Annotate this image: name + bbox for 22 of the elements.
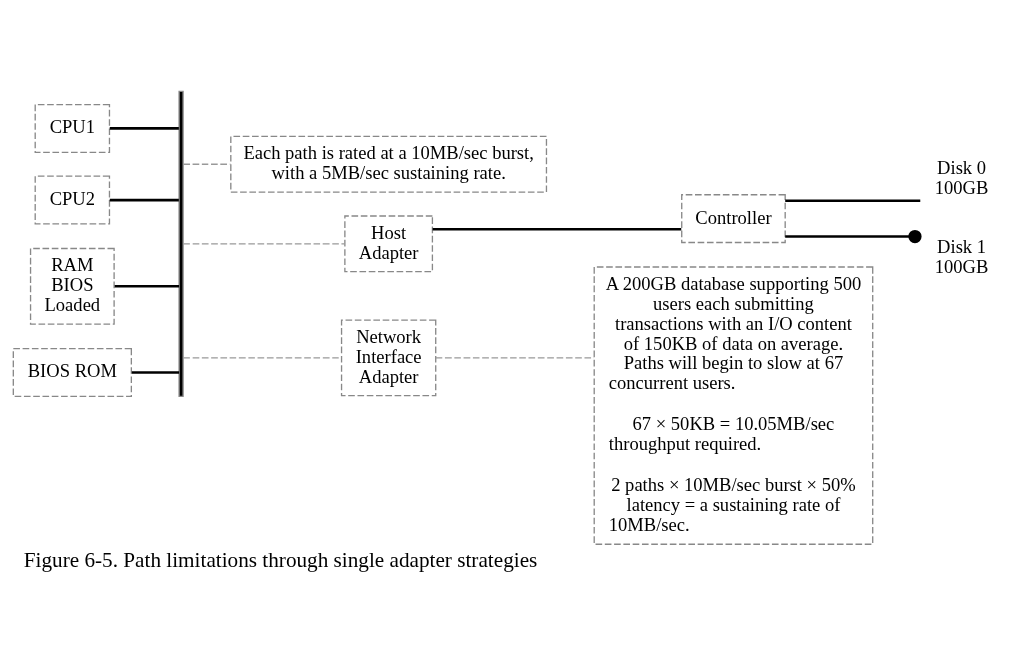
connector	[182, 357, 342, 359]
node-box: Network Interface Adapter	[340, 319, 437, 397]
connector	[785, 229, 922, 244]
connector	[432, 227, 682, 231]
node-text: Disk 1 100GB	[934, 236, 989, 278]
connector	[182, 243, 346, 245]
node-text: Disk 0 100GB	[934, 156, 989, 198]
connector	[114, 284, 180, 288]
connector	[109, 127, 179, 130]
connector	[131, 371, 180, 374]
node-box: CPU1	[34, 103, 111, 153]
node-bar	[178, 90, 184, 397]
caption: Figure 6-5. Path limitations through single adapter strategies	[23, 547, 538, 572]
node-box: RAM BIOS Loaded	[29, 247, 115, 325]
node-box: CPU2	[34, 175, 111, 225]
node-box: A 200GB database supporting 500 users each submitting transactions with an I/O content of 150KB of data on average. Paths will begin to slow at 67 concurrent users. 67 × 50KB = 10.05MB/sec throughput required. 2 paths × 10MB/sec burst × 50% latency = a sustaining rate of 10MB/sec.	[593, 266, 874, 545]
node-box: Controller	[681, 194, 786, 244]
node-box: BIOS ROM	[12, 347, 132, 397]
connector	[109, 198, 179, 202]
connector	[785, 199, 921, 203]
node-box: Each path is rated at a 10MB/sec burst, with a 5MB/sec sustaining rate.	[230, 135, 548, 193]
node-box: Host Adapter	[344, 215, 434, 273]
